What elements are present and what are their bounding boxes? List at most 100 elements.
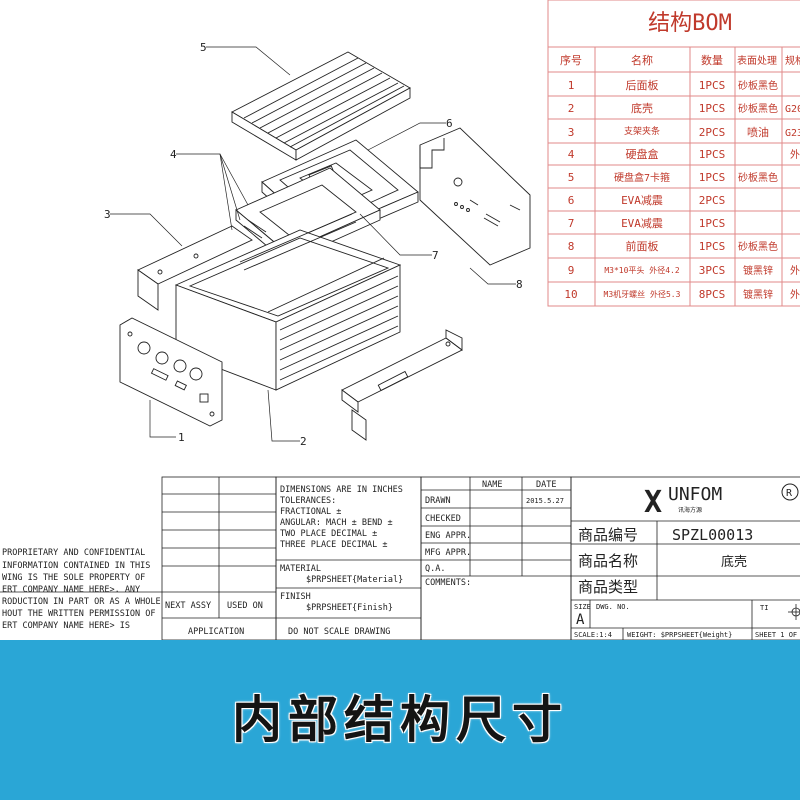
bom-header-name: 名称 — [631, 53, 653, 67]
registered-icon — [781, 483, 799, 501]
bom-row-1-name: 后面板 — [626, 78, 659, 92]
bom-row-9-qty: 3PCS — [699, 264, 726, 277]
callout-8: 8 — [516, 278, 523, 291]
dwg-no-label: DWG. NO. — [596, 603, 630, 611]
name-header: NAME — [482, 480, 502, 490]
bom-row-2-spec: G20 — [785, 104, 800, 115]
mfg-appr-label: MFG APPR. — [425, 548, 471, 558]
bom-header-spec: 规格 — [785, 54, 800, 67]
bom-row-3-qty: 2PCS — [699, 126, 726, 139]
bom-row-8-name: 前面板 — [626, 239, 659, 253]
qa-label: Q.A. — [425, 564, 445, 574]
callout-7: 7 — [432, 249, 439, 262]
bom-row-10-no: 10 — [564, 288, 577, 301]
front-panel-part — [419, 127, 531, 266]
used-on-label: USED ON — [227, 601, 263, 611]
proprietary-line-3: ERT COMPANY NAME HERE>. ANY — [2, 585, 140, 595]
bom-header-finish: 表面处理 — [737, 54, 777, 67]
bom-row-9-finish: 镀黑锌 — [743, 264, 773, 277]
finish-value: $PRPSHEET{Finish} — [306, 603, 393, 613]
banner-title: 内部结构尺寸 — [232, 691, 568, 749]
callout-2: 2 — [300, 435, 307, 448]
logo-text: UNFOM — [668, 484, 722, 505]
callout-labels: 5 4 3 6 7 8 1 2 — [104, 41, 523, 448]
bom-row-3-no: 3 — [568, 126, 575, 139]
bom-row-2-qty: 1PCS — [699, 102, 726, 115]
bom-row-8-no: 8 — [568, 240, 575, 253]
angular-tol: ANGULAR: MACH ± BEND ± — [280, 518, 393, 528]
product-name: 底壳 — [721, 554, 747, 570]
callout-4: 4 — [170, 148, 177, 161]
proprietary-line-1: INFORMATION CONTAINED IN THIS — [2, 561, 150, 571]
bom-row-3-finish: 喷油 — [747, 125, 769, 139]
proprietary-line-6: ERT COMPANY NAME HERE> IS — [2, 621, 130, 631]
callout-6: 6 — [446, 117, 453, 130]
callout-1: 1 — [178, 431, 185, 444]
bom-header-qty: 数量 — [701, 54, 723, 67]
next-assy-label: NEXT ASSY — [165, 601, 211, 611]
two-place-tol: TWO PLACE DECIMAL ± — [280, 529, 377, 539]
bom-text: 结构BOM 序号 名称 数量 表面处理 规格 1 后面板 1PCS 砂板黑色 2… — [560, 11, 800, 301]
bom-row-10-finish: 镀黑锌 — [743, 288, 773, 301]
drawn-label: DRAWN — [425, 496, 451, 506]
dims-note: DIMENSIONS ARE IN INCHES — [280, 485, 403, 495]
bom-row-3-spec: G23 — [785, 128, 800, 139]
proprietary-title: PROPRIETARY AND CONFIDENTIAL — [2, 548, 145, 558]
bom-row-10-name: M3机牙螺丝 外径5.3 — [604, 289, 681, 299]
bom-row-7-qty: 1PCS — [699, 217, 726, 230]
eng-appr-label: ENG APPR. — [425, 531, 471, 541]
top-cover-part — [231, 51, 411, 161]
bom-row-5-finish: 砂板黑色 — [738, 171, 778, 184]
weight-label: WEIGHT: $PRPSHEET{Weight} — [627, 631, 732, 639]
product-name-label: 商品名称 — [578, 552, 638, 570]
svg-text:R: R — [786, 488, 793, 499]
material-value: $PRPSHEET{Material} — [306, 575, 403, 585]
drawing-canvas: 5 4 3 6 7 8 1 2 结构BOM 序号 名称 数量 表面处理 — [0, 0, 800, 640]
side-bracket-part — [137, 225, 253, 311]
bom-header-no: 序号 — [560, 53, 582, 67]
three-place-tol: THREE PLACE DECIMAL ± — [280, 540, 387, 550]
sheet-label: SHEET 1 OF 1 — [755, 631, 800, 639]
bom-row-1-finish: 砂板黑色 — [738, 79, 778, 92]
bom-row-2-name: 底壳 — [631, 101, 653, 115]
finish-label: FINISH — [280, 592, 311, 602]
comments-label: COMMENTS: — [425, 578, 471, 588]
bom-row-9-spec: 外 — [790, 265, 800, 277]
bom-table — [547, 0, 800, 307]
size-value: A — [576, 612, 585, 628]
application-label: APPLICATION — [188, 627, 244, 637]
logo-x: X — [644, 485, 662, 520]
bom-row-7-name: EVA减震 — [621, 217, 663, 230]
leader-lines — [110, 46, 516, 442]
bom-row-4-qty: 1PCS — [699, 148, 726, 161]
bom-row-5-qty: 1PCS — [699, 171, 726, 184]
bom-row-8-qty: 1PCS — [699, 240, 726, 253]
bom-row-8-finish: 砂板黑色 — [738, 240, 778, 253]
callout-5: 5 — [200, 41, 207, 54]
bom-row-6-name: EVA减震 — [621, 194, 663, 207]
product-type-label: 商品类型 — [578, 578, 638, 596]
bottom-shell-part — [174, 213, 402, 391]
bottom-banner — [0, 640, 800, 800]
product-code-label: 商品编号 — [578, 526, 638, 544]
mounting-bracket-part — [341, 329, 463, 441]
bom-title: 结构BOM — [648, 11, 732, 36]
bom-row-5-name: 硬盘盒7卡箍 — [614, 171, 670, 184]
product-code: SPZL00013 — [672, 526, 753, 544]
bom-row-4-spec: 外 — [790, 149, 800, 161]
bom-row-1-qty: 1PCS — [699, 79, 726, 92]
logo-sub: 讯海方源 — [678, 506, 702, 514]
bom-row-10-spec: 外 — [790, 289, 800, 301]
tolerances-label: TOLERANCES: — [280, 496, 336, 506]
bom-row-2-finish: 砂板黑色 — [738, 102, 778, 115]
bom-row-6-qty: 2PCS — [699, 194, 726, 207]
company-logo: X UNFOM 讯海方源 R — [644, 483, 799, 520]
bom-row-4-name: 硬盘盒 — [626, 147, 659, 161]
title-block-grid — [0, 476, 800, 640]
no-scale-note: DO NOT SCALE DRAWING — [288, 627, 390, 637]
exploded-view: 5 4 3 6 7 8 1 2 — [104, 41, 531, 448]
drawn-date: 2015.5.27 — [526, 497, 564, 505]
crosshair-icon — [788, 604, 800, 620]
bom-row-10-qty: 8PCS — [699, 288, 726, 301]
bom-row-9-no: 9 — [568, 264, 575, 277]
